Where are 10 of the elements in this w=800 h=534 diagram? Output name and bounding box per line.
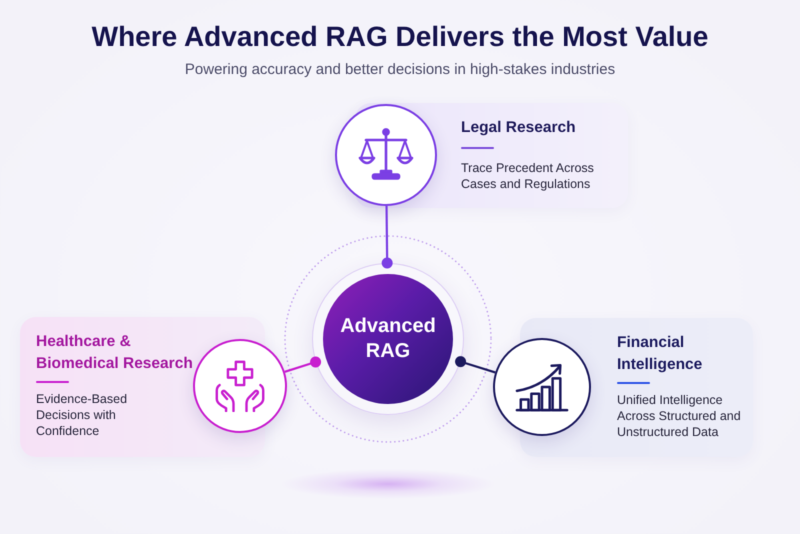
hub-label: Advanced RAG	[339, 314, 437, 364]
title: Where Advanced RAG Delivers the Most Value	[92, 20, 708, 54]
card-heading: Healthcare & Biomedical Research	[36, 332, 194, 374]
card-heading: Financial Intelligence	[617, 333, 704, 375]
card-description: Evidence-Based Decisions with Confidence	[36, 391, 128, 439]
card-heading: Legal Research	[461, 118, 576, 138]
connector-line	[382, 206, 393, 268]
card-description: Trace Precedent Across Cases and Regulations	[461, 160, 595, 192]
card-description: Unified Intelligence Across Structured and Unstructured Data	[617, 392, 742, 440]
subtitle: Powering accuracy and better decisions in high-stakes industries	[184, 61, 616, 79]
